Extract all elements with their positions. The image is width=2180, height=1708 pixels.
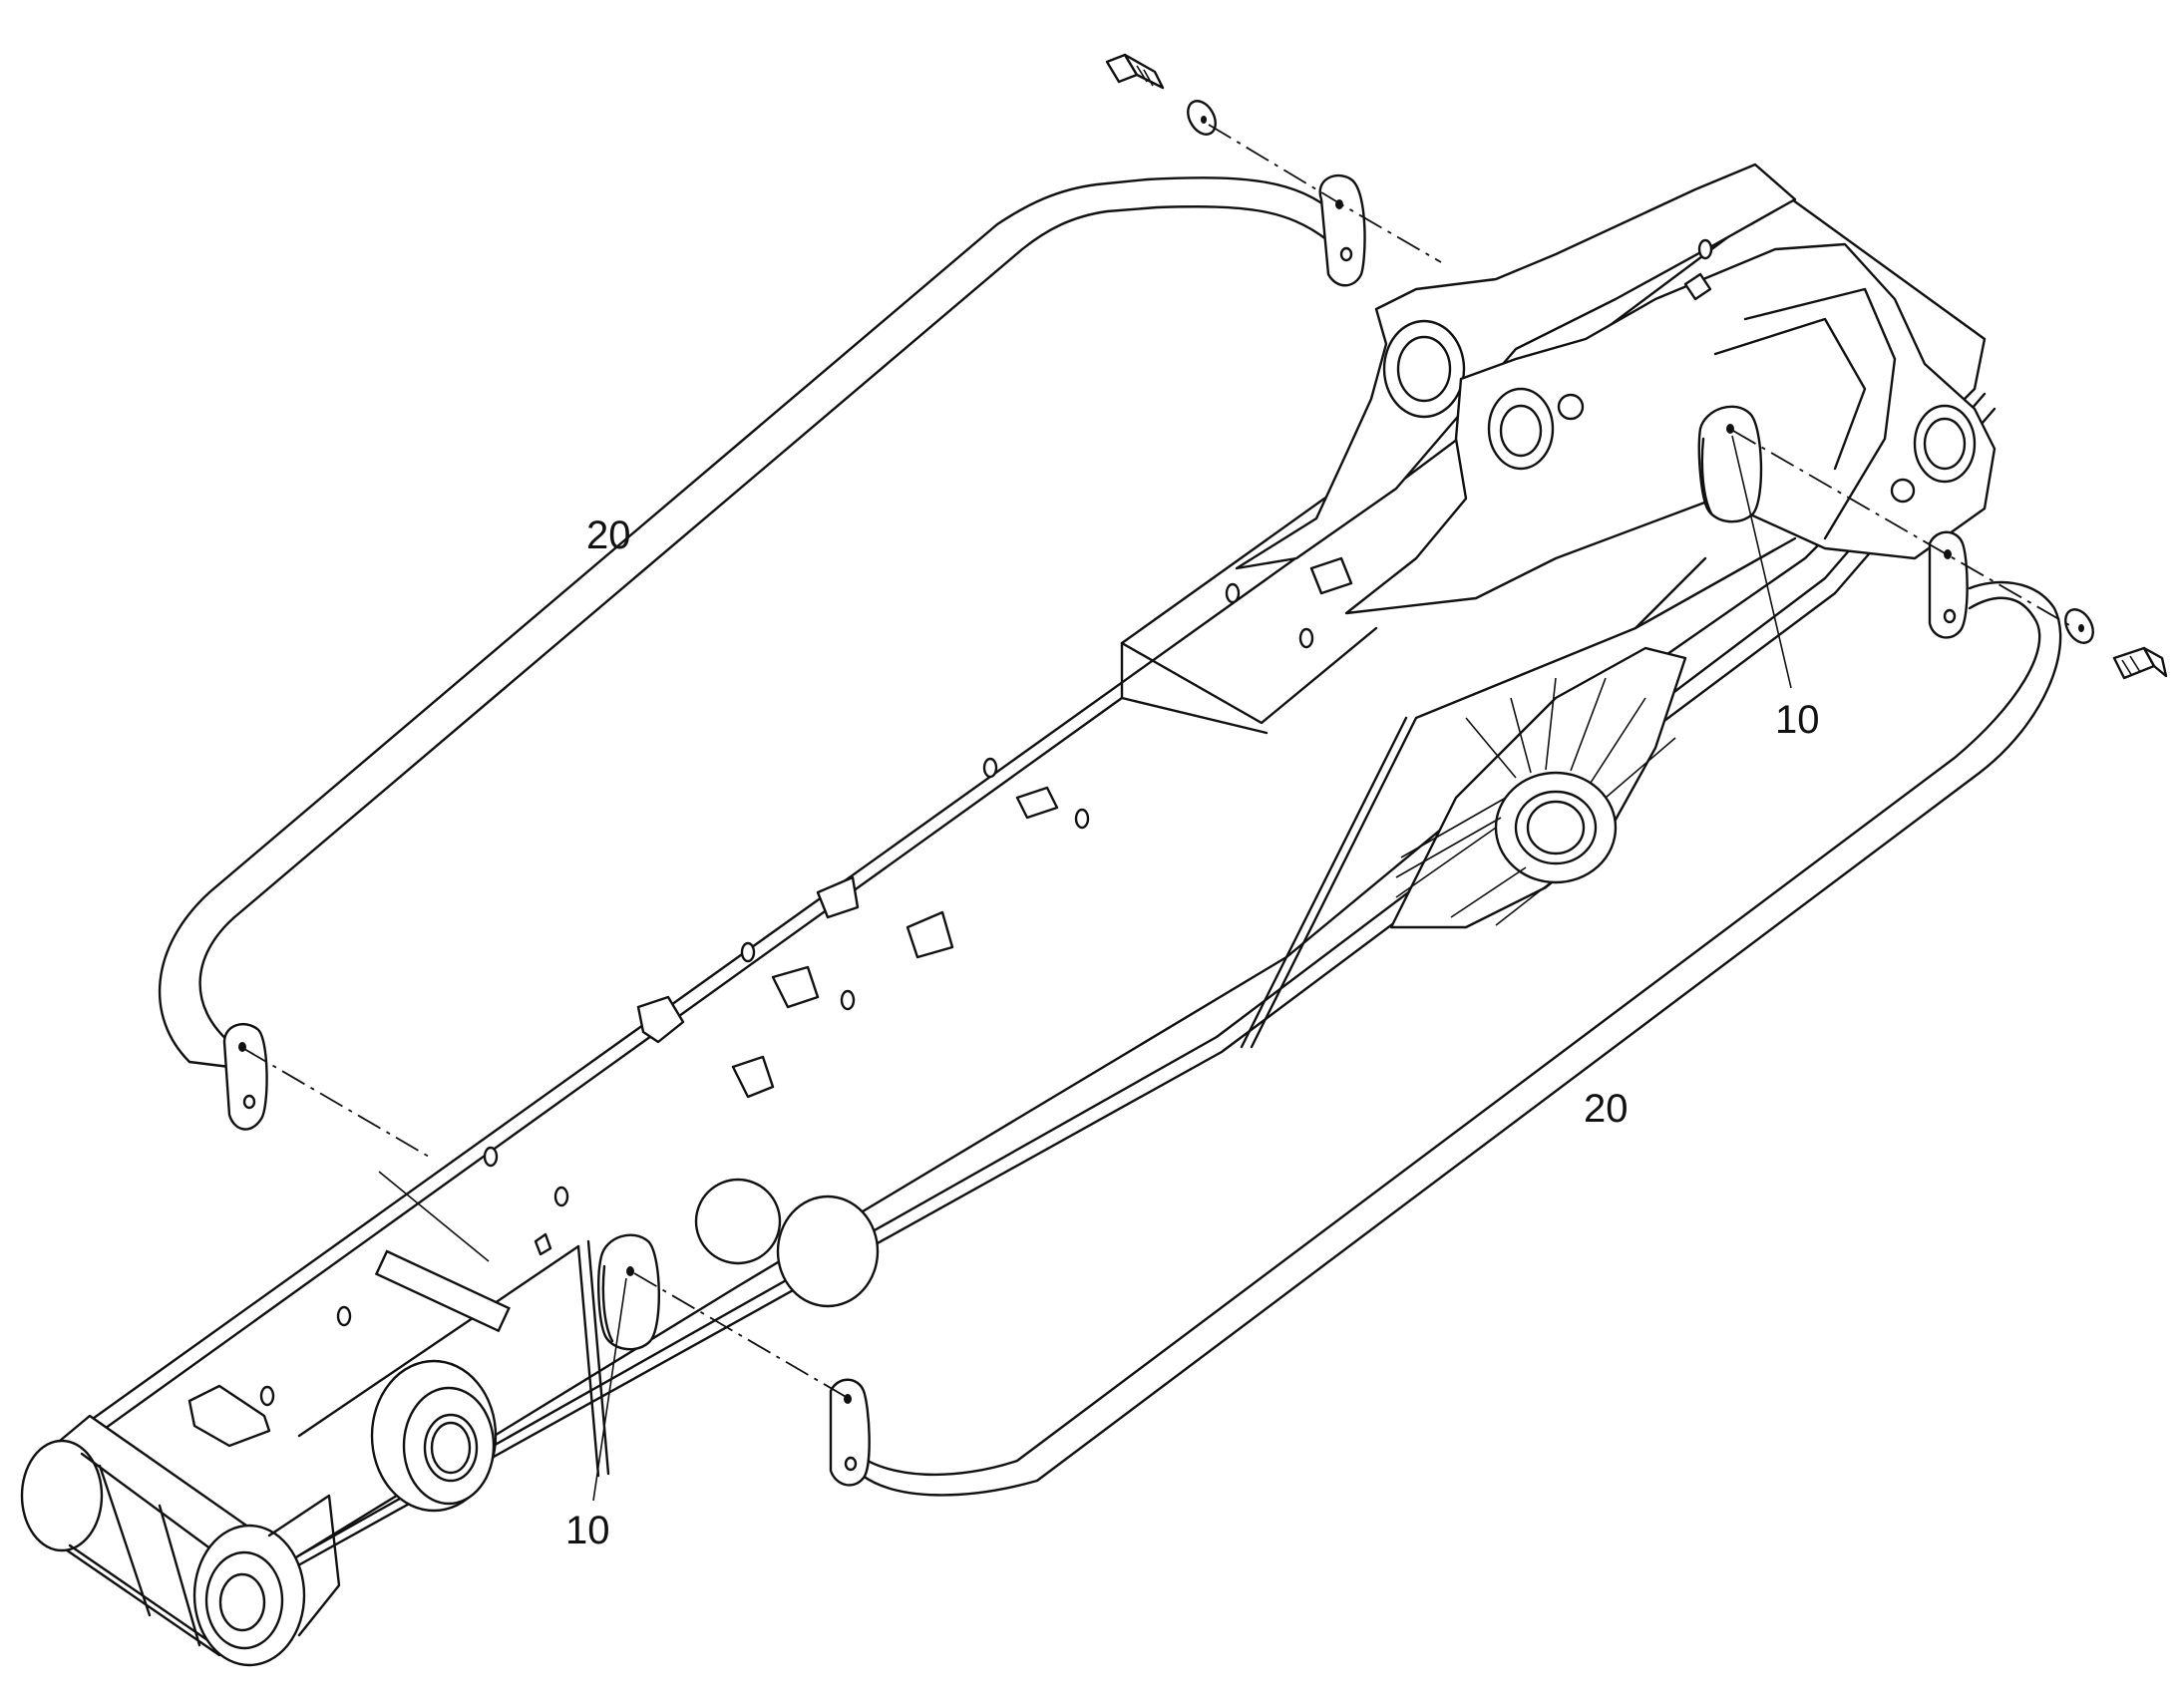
washer-lower-icon [2064,608,2094,644]
bolt-lower-icon [2112,646,2168,680]
handrail-lower-icon [829,530,2062,1497]
assembly-center-lines [243,124,2070,1399]
handrail-upper-icon [158,173,1366,1131]
washer-upper-icon [1187,100,1217,136]
callout-handrail-lower: 20 [1584,1087,1629,1131]
bolt-upper-icon [1105,53,1165,90]
callout-bracket-lower: 10 [565,1509,610,1552]
bracket-upper-icon [1697,405,1763,523]
bracket-lower-icon [597,1233,661,1351]
callout-handrail-upper: 20 [586,513,631,557]
callout-leaders [592,435,1792,1502]
boom-arm-icon [20,163,1997,1667]
callout-bracket-upper: 10 [1775,698,1820,742]
